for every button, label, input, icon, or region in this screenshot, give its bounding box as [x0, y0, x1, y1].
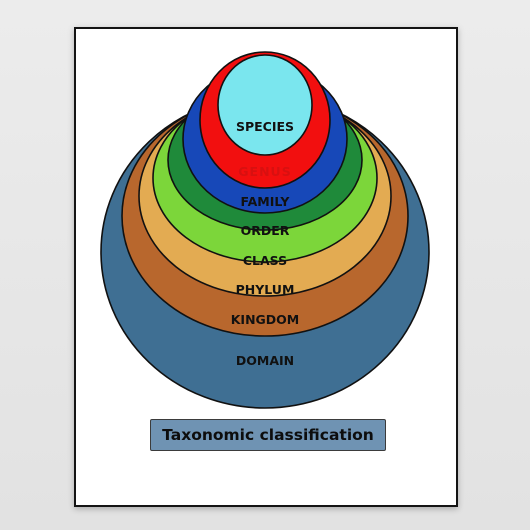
- circle-species: [217, 54, 313, 156]
- level-label-species: SPECIES: [236, 119, 294, 134]
- level-label-order: ORDER: [241, 223, 290, 238]
- level-label-genus: GENUS: [238, 164, 291, 179]
- level-label-class: CLASS: [243, 253, 287, 268]
- level-label-family: FAMILY: [241, 194, 291, 209]
- diagram-title: Taxonomic classification: [162, 426, 374, 444]
- level-label-kingdom: KINGDOM: [231, 312, 300, 327]
- level-label-domain: DOMAIN: [236, 353, 294, 368]
- level-label-phylum: PHYLUM: [236, 282, 295, 297]
- title-box: Taxonomic classification: [150, 419, 386, 451]
